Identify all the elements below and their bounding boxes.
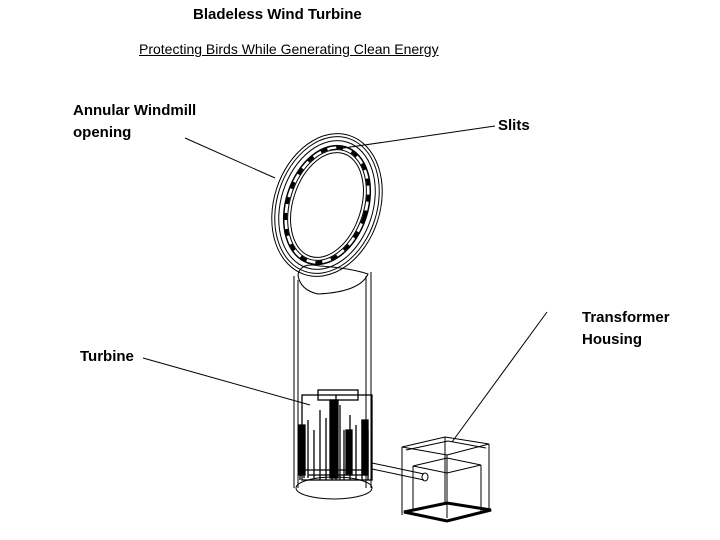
- label-annular-line2: opening: [73, 124, 132, 141]
- leader-lines: [142, 125, 548, 443]
- connecting-pipe: [371, 462, 429, 482]
- page-title: Bladeless Wind Turbine: [193, 6, 362, 23]
- label-transformer-line2: Housing: [582, 331, 642, 348]
- page-subtitle: Protecting Birds While Generating Clean …: [139, 41, 439, 57]
- label-slits: Slits: [498, 117, 530, 134]
- label-transformer-housing: Transformer Housing: [582, 307, 670, 351]
- label-turbine: Turbine: [80, 348, 134, 365]
- ring-base: [297, 264, 369, 295]
- label-transformer-line1: Transformer: [582, 309, 670, 326]
- slits: [284, 146, 370, 264]
- turbine-blades: [298, 389, 373, 481]
- annular-ring: [271, 133, 383, 277]
- label-annular-line1: Annular Windmill: [73, 102, 197, 119]
- transformer-box: [401, 436, 492, 523]
- label-annular-opening: Annular Windmill opening: [73, 100, 196, 144]
